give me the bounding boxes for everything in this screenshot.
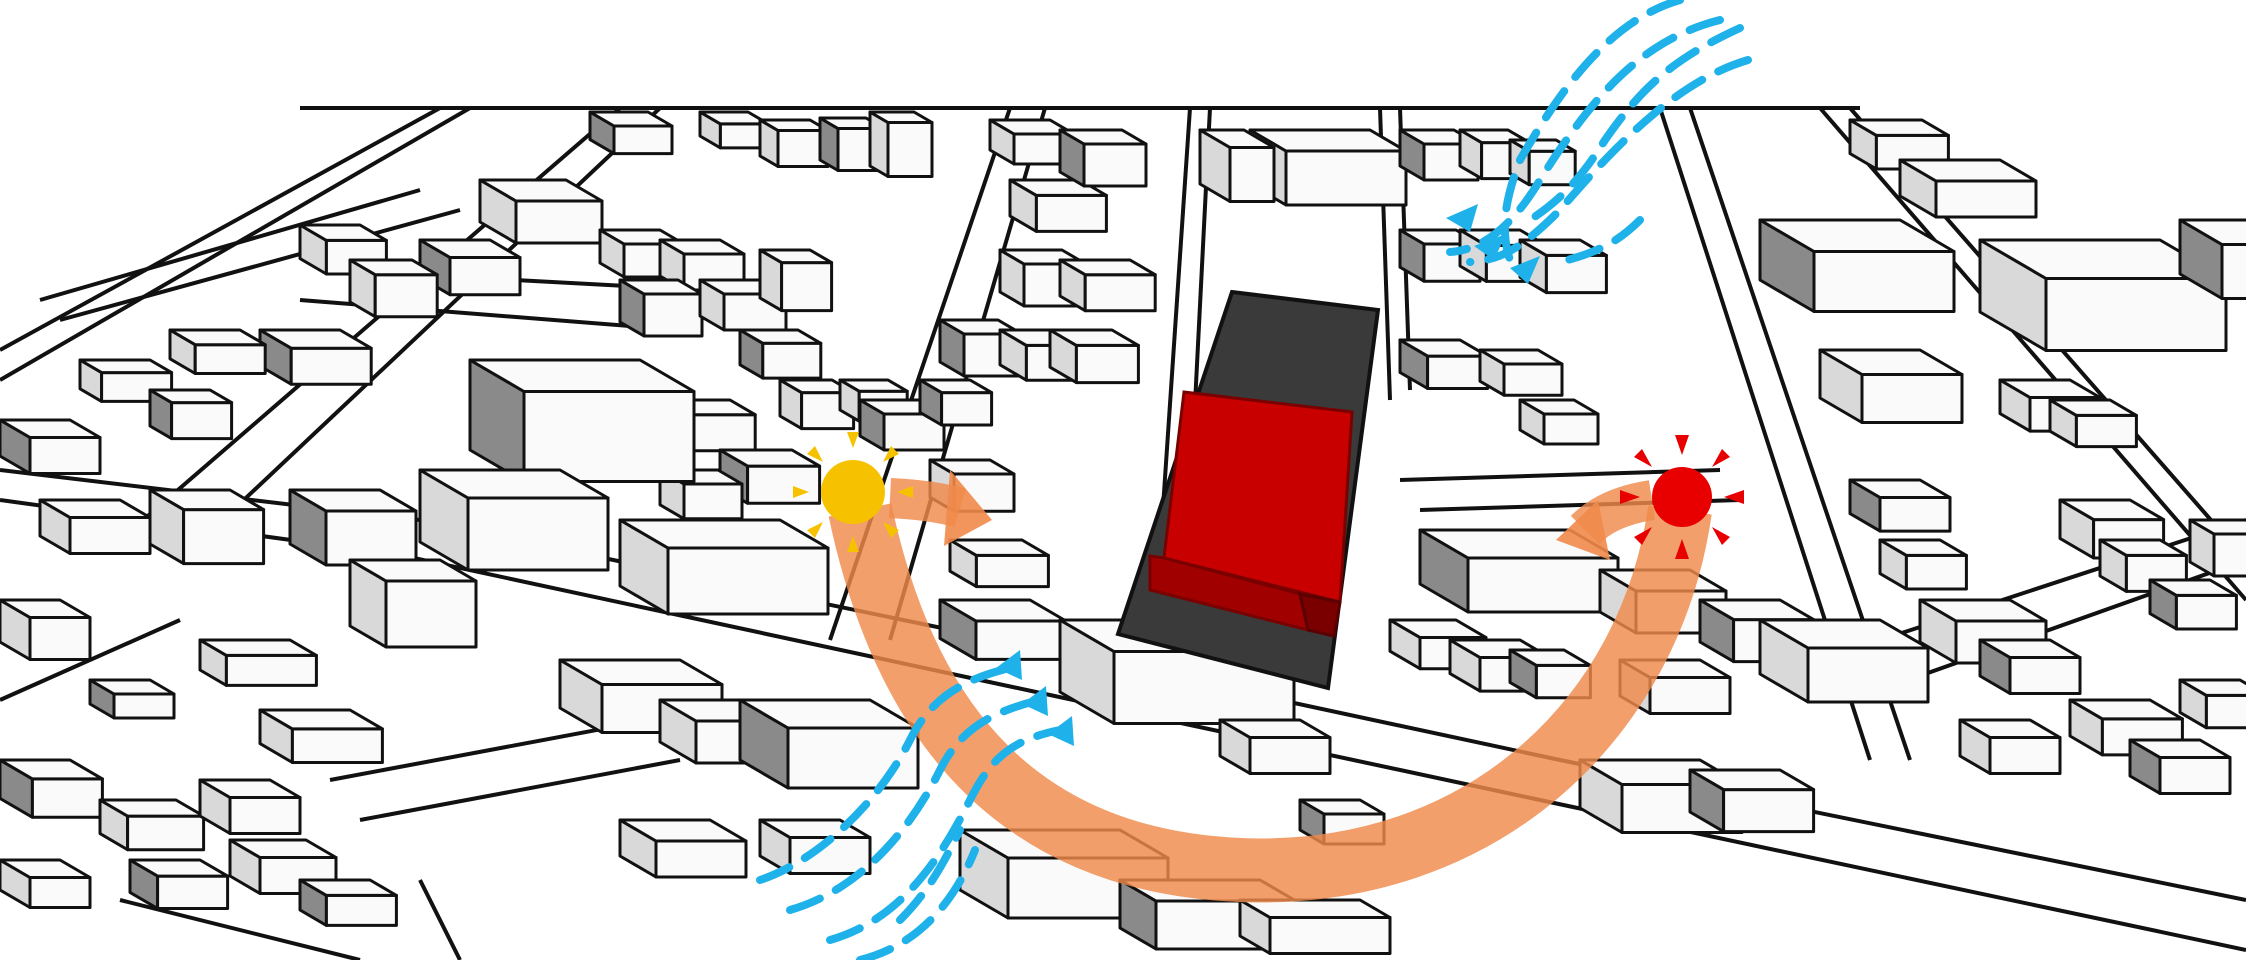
- building-block: [620, 520, 828, 614]
- building-block: [1480, 350, 1562, 395]
- building-block: [260, 330, 371, 384]
- building-block: [1060, 260, 1155, 311]
- building-block: [1520, 400, 1598, 444]
- building-block: [0, 860, 90, 908]
- building-block: [2050, 400, 2136, 447]
- building-block: [870, 112, 932, 177]
- building-block: [1050, 330, 1138, 383]
- building-block: [130, 860, 228, 909]
- building-block: [90, 680, 174, 718]
- building-block: [2180, 680, 2246, 728]
- building-block: [700, 112, 768, 148]
- building-block: [620, 820, 746, 877]
- sunset-sun-icon: [1620, 435, 1744, 559]
- building-block: [0, 600, 90, 660]
- building-block: [1900, 160, 2036, 217]
- building-block: [2190, 520, 2246, 576]
- building-block: [1980, 640, 2080, 694]
- building-block: [420, 470, 608, 570]
- building-block: [350, 560, 476, 647]
- building-block: [940, 600, 1066, 659]
- project-site: [1118, 292, 1378, 688]
- building-block: [1820, 350, 1962, 423]
- building-block: [150, 490, 264, 564]
- building-block: [200, 780, 300, 834]
- building-block: [1400, 340, 1488, 389]
- building-block: [350, 260, 437, 317]
- building-block: [1240, 900, 1390, 954]
- building-block: [740, 330, 821, 378]
- building-block: [150, 390, 232, 439]
- building-block: [170, 330, 265, 374]
- building-block: [1880, 540, 1966, 589]
- building-block: [1850, 480, 1950, 531]
- building-block: [1960, 720, 2060, 774]
- building-block: [200, 640, 316, 685]
- building-block: [40, 500, 150, 554]
- building-block: [480, 180, 602, 243]
- building-block: [590, 112, 672, 154]
- building-block: [2150, 580, 2236, 629]
- building-block: [1220, 720, 1330, 774]
- building-block: [290, 490, 416, 565]
- wind-arrow-icon: [1446, 204, 1478, 232]
- building-block: [2130, 740, 2230, 794]
- building-block: [260, 710, 382, 763]
- building-block: [100, 800, 204, 850]
- building-block: [620, 280, 702, 336]
- building-block: [1760, 220, 1954, 312]
- building-block: [1060, 130, 1146, 186]
- building-block: [300, 880, 396, 925]
- building-block: [1760, 620, 1928, 702]
- building-block: [470, 360, 694, 482]
- building-block: [760, 120, 828, 167]
- building-block: [0, 760, 102, 817]
- building-block: [0, 420, 100, 474]
- building-block: [920, 380, 992, 425]
- building-block: [950, 540, 1048, 587]
- building-block: [1010, 180, 1106, 231]
- building-block: [760, 250, 832, 311]
- building-block: [1690, 770, 1814, 832]
- building-block: [1200, 130, 1274, 202]
